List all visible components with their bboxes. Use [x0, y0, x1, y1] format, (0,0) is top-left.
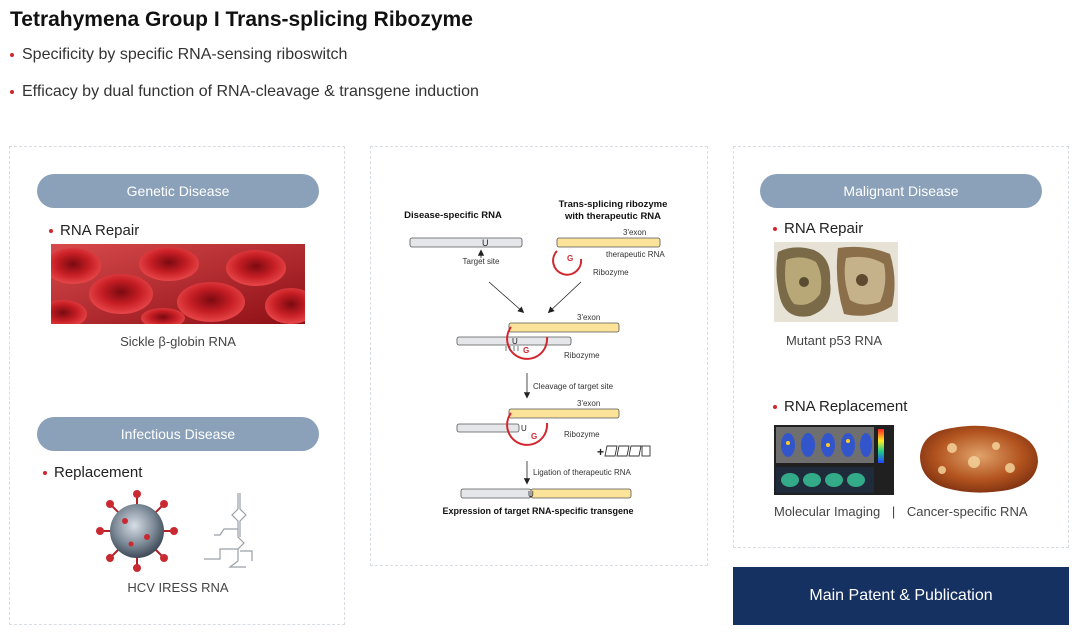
page-title: Tetrahymena Group I Trans-splicing Riboz… [10, 8, 473, 31]
bullet-text: Specificity by specific RNA-sensing ribo… [22, 46, 348, 63]
cancer-specific-caption: Cancer-specific RNA [906, 504, 1028, 519]
bullet-dot [773, 226, 777, 231]
left-panel: Genetic Disease RNA Repair [9, 146, 345, 625]
genetic-disease-pill: Genetic Disease [37, 174, 319, 208]
therapeutic-rna-label: therapeutic RNA [606, 250, 665, 259]
virus-illustration [96, 490, 178, 572]
ribozyme-label-top: Ribozyme [593, 268, 629, 277]
bullet-dot [10, 53, 14, 57]
trans-splicing-diagram: Disease-specific RNA Trans-splicing ribo… [404, 199, 668, 516]
u-label-final: U [528, 490, 534, 499]
red-blood-cells-image [51, 244, 305, 324]
ribozyme-arc-top [552, 250, 583, 276]
therapeutic-exon-strand [556, 237, 661, 248]
bullet-dot [10, 90, 14, 94]
expression-label: Expression of target RNA-specific transg… [442, 506, 633, 516]
exon-label-low: 3'exon [577, 399, 600, 408]
diagram-panel: Disease-specific RNA Trans-splicing ribo… [370, 146, 708, 566]
ribozyme-label-low: Ribozyme [564, 430, 600, 439]
rna-structure-illustration [204, 493, 253, 568]
rna-repair-heading: RNA Repair [49, 222, 139, 239]
virus-image [95, 489, 180, 574]
replacement-captions: Molecular Imaging | Cancer-specific RNA [774, 504, 1074, 519]
bullet-specificity: Specificity by specific RNA-sensing ribo… [10, 46, 347, 64]
cleaved-exon-strand [508, 408, 620, 419]
molecular-imaging-image [774, 425, 894, 495]
trans-title-line1: Trans-splicing ribozyme [559, 199, 668, 210]
tumor-organ-image [912, 422, 1044, 497]
bullet-dot [49, 228, 53, 233]
ribozyme-arc-low [506, 412, 549, 446]
target-site-label: Target site [463, 257, 500, 266]
cleavage-label: Cleavage of target site [533, 382, 614, 391]
malignant-disease-pill: Malignant Disease [760, 174, 1042, 208]
converge-arrow-left [488, 281, 525, 314]
g-label-top: G [567, 254, 573, 263]
g-label-low: G [531, 432, 537, 441]
molecular-imaging-illustration [774, 425, 894, 495]
infectious-disease-pill: Infectious Disease [37, 417, 319, 451]
bullet-dot [773, 404, 777, 409]
cleaved-disease-strand [456, 423, 520, 433]
rna-repair-heading-right: RNA Repair [773, 220, 863, 237]
bullet-text: Efficacy by dual function of RNA-cleavag… [22, 83, 479, 100]
red-blood-cells-illustration [51, 244, 305, 324]
u-label-mid: U [512, 337, 518, 346]
final-disease-strand [460, 488, 532, 499]
disease-rna-strand [409, 237, 523, 248]
trans-title-line2: with therapeutic RNA [564, 211, 661, 222]
bullet-efficacy: Efficacy by dual function of RNA-cleavag… [10, 83, 479, 101]
exon-label-mid: 3'exon [577, 313, 600, 322]
bullet-dot [43, 470, 47, 475]
tumor-tissue-image [774, 242, 898, 322]
fragments-icon [604, 445, 651, 457]
u-label-low: U [521, 424, 527, 433]
hcv-caption: HCV IRESS RNA [127, 580, 229, 595]
complex-disease-strand [456, 336, 572, 346]
ribozyme-label-mid: Ribozyme [564, 351, 600, 360]
tumor-organ-illustration [920, 425, 1038, 493]
rna-structure-image [200, 489, 256, 571]
ribozyme-arc-mid [506, 326, 549, 360]
rna-replacement-heading: RNA Replacement [773, 398, 907, 415]
tumor-tissue-illustration [774, 242, 898, 322]
right-panel: Malignant Disease RNA Repair Mutant p53 … [733, 146, 1069, 548]
exon-label-top: 3'exon [623, 228, 646, 237]
p53-caption: Mutant p53 RNA [785, 333, 883, 348]
plus-sign: + [597, 445, 604, 459]
ligation-label: Ligation of therapeutic RNA [533, 468, 632, 477]
molecular-imaging-caption: Molecular Imaging [774, 504, 881, 519]
disease-rna-title: Disease-specific RNA [404, 210, 502, 221]
u-label: U [482, 238, 489, 248]
g-label-mid: G [523, 346, 529, 355]
replacement-heading: Replacement [43, 464, 142, 481]
main-patent-publication-button[interactable]: Main Patent & Publication [733, 567, 1069, 625]
sickle-caption: Sickle β-globin RNA [120, 334, 236, 349]
complex-exon-strand [508, 322, 620, 333]
caption-separator: | [891, 504, 896, 519]
base-pairs-mid [505, 346, 519, 351]
final-exon-strand [530, 488, 632, 499]
converge-arrow-right [547, 281, 582, 314]
